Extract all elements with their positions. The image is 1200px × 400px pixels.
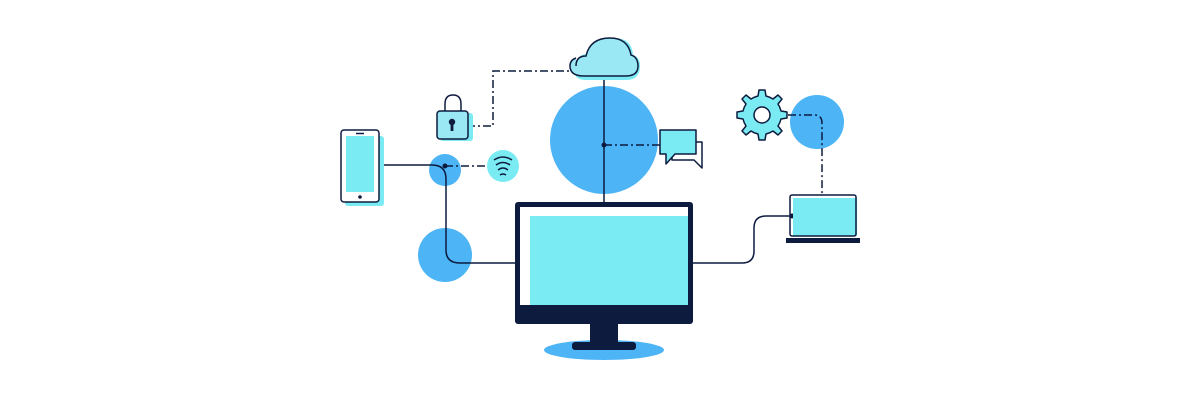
line-phone-monitor (377, 164, 517, 264)
phone-icon (340, 129, 384, 206)
laptop-icon (786, 194, 860, 243)
lock-icon (436, 94, 473, 141)
chat-bubbles-icon (659, 129, 703, 169)
line-monitor-laptop (692, 215, 792, 264)
line-lock-cloud (467, 70, 572, 127)
wifi-icon (487, 150, 519, 182)
node-dot-center (601, 142, 607, 148)
decor-circle-right (790, 95, 844, 149)
node-dot-circle (442, 163, 448, 169)
line-gear-laptop (788, 114, 823, 195)
gear-icon (736, 89, 788, 141)
connector-lines (377, 70, 823, 264)
decor-circle-small (429, 154, 461, 186)
monitor-icon (515, 202, 693, 360)
cloud-icon (569, 37, 640, 80)
decor-circle-left (418, 228, 472, 282)
